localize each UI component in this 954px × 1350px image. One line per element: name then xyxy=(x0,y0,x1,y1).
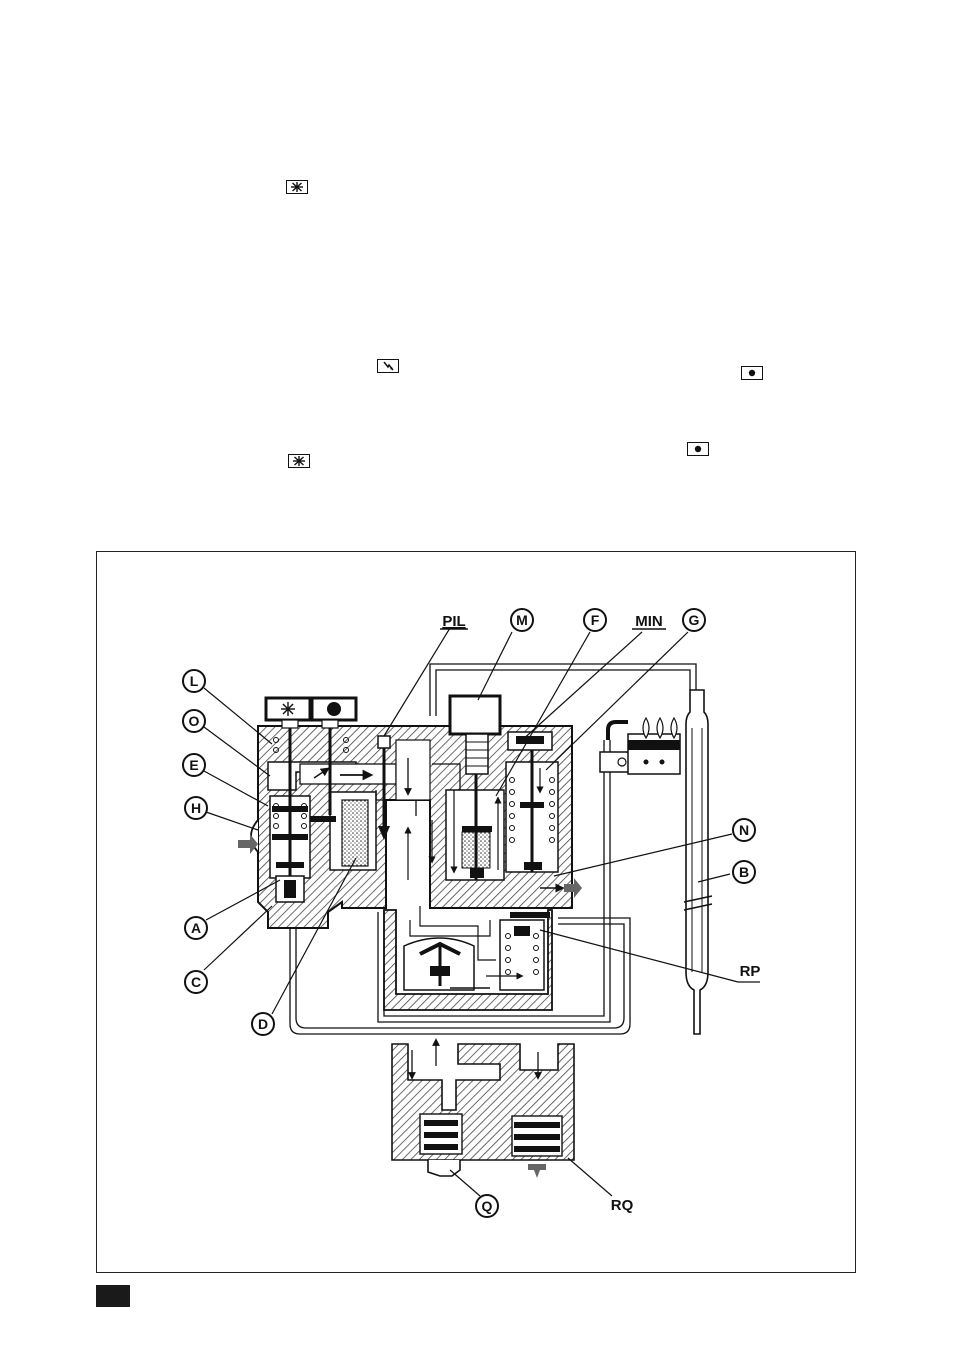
pilot-burner xyxy=(600,718,680,774)
label-N: N xyxy=(733,819,755,841)
svg-text:C: C xyxy=(191,974,201,990)
svg-text:O: O xyxy=(189,713,200,729)
svg-text:M: M xyxy=(516,612,528,628)
label-RP: RP xyxy=(740,963,761,980)
label-L: L xyxy=(183,670,205,692)
svg-text:F: F xyxy=(591,612,600,628)
label-F: F xyxy=(584,609,606,631)
svg-text:Q: Q xyxy=(482,1198,493,1214)
label-G: G xyxy=(683,609,705,631)
label-D: D xyxy=(252,1013,274,1035)
svg-text:H: H xyxy=(191,800,201,816)
label-RQ: RQ xyxy=(611,1197,634,1214)
svg-text:G: G xyxy=(689,612,700,628)
svg-text:D: D xyxy=(258,1016,268,1032)
svg-text:RQ: RQ xyxy=(611,1197,634,1214)
control-knobs xyxy=(266,698,356,728)
svg-text:RP: RP xyxy=(740,963,761,980)
svg-text:L: L xyxy=(190,673,199,689)
label-C: C xyxy=(185,971,207,993)
svg-text:B: B xyxy=(739,864,749,880)
svg-text:N: N xyxy=(739,822,749,838)
page-tab xyxy=(96,1285,130,1307)
svg-text:PIL: PIL xyxy=(442,613,465,630)
svg-text:MIN: MIN xyxy=(635,613,663,630)
label-A: A xyxy=(185,917,207,939)
bottom-section xyxy=(392,1042,574,1178)
svg-text:A: A xyxy=(191,920,201,936)
label-M: M xyxy=(511,609,533,631)
label-B: B xyxy=(733,861,755,883)
svg-text:E: E xyxy=(189,757,198,773)
label-MIN: MIN xyxy=(632,613,666,630)
thermostat-bulb xyxy=(684,690,712,1034)
label-H: H xyxy=(185,797,207,819)
label-O: O xyxy=(183,710,205,732)
label-PIL: PIL xyxy=(440,613,468,630)
label-Q: Q xyxy=(476,1195,498,1217)
label-E: E xyxy=(183,754,205,776)
